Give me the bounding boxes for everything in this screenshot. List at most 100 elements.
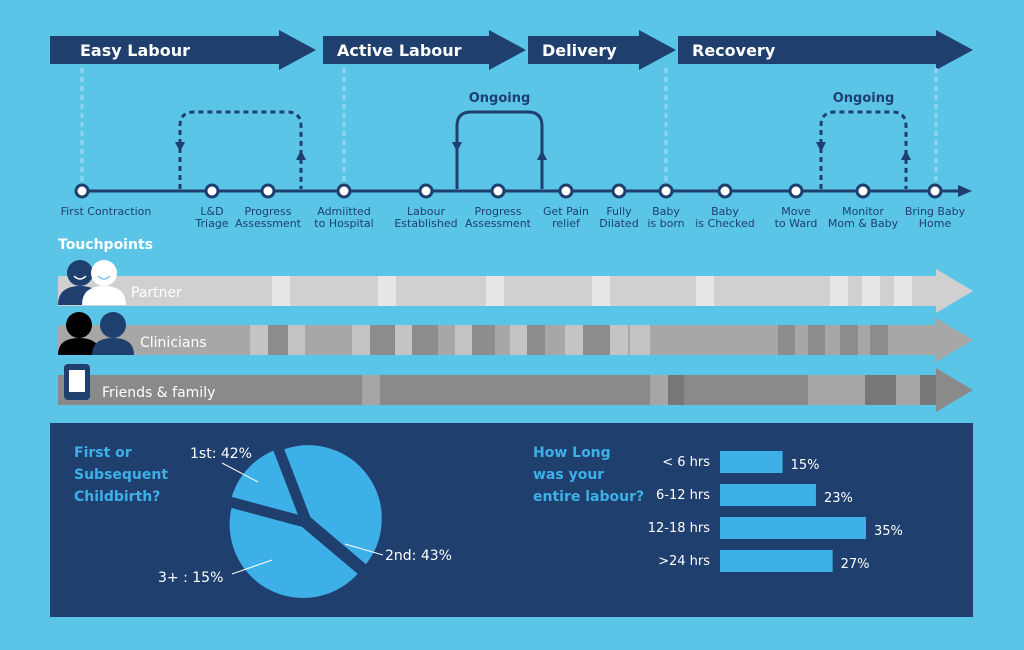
touchpoint-segment [840,325,858,355]
bar-question: How Long [533,445,611,461]
person-head [67,260,93,286]
loop-arrow-down [816,142,826,152]
loop-arrow-up [901,150,911,160]
touchpoint-segment [527,325,545,355]
pie-chart [224,440,387,604]
pie-question: Subsequent [74,467,168,483]
step-label: Fully [606,205,632,218]
step-label: Dilated [599,217,638,230]
phone-screen [69,370,85,392]
phase-label: Delivery [542,41,617,60]
bar-value-label: 15% [791,458,820,473]
touchpoint-segment [352,325,370,355]
bar-value-label: 35% [874,524,903,539]
touchpoint-segment [272,276,290,306]
touchpoint-segment [266,325,288,355]
timeline-arrowhead [958,185,972,197]
touchpoint-segment [486,276,504,306]
loop-path [178,110,303,189]
step-label: is born [647,217,684,230]
touchpoint-label: Clinicians [140,335,207,351]
pie-label: 3+ : 15% [158,570,223,586]
pie-label: 1st: 42% [190,446,252,462]
phase-arrow [50,30,316,70]
touchpoint-segment [862,276,880,306]
touchpoint-segment [862,375,898,405]
step-label: relief [552,217,581,230]
bar [720,484,816,506]
step-label: Assessment [465,217,532,230]
step-label: Baby [711,205,739,218]
step-label: Baby [652,205,680,218]
touchpoint-segment [808,375,865,405]
touchpoint-segment [830,276,848,306]
partner-icon [58,260,126,305]
touchpoint-segment [650,375,668,405]
timeline-node [658,183,674,199]
pie-question: Childbirth? [74,489,160,505]
smile [73,275,87,280]
step-label: Monitor [842,205,884,218]
step-label: First Contraction [61,205,152,218]
timeline-node [855,183,871,199]
touchpoints-title: Touchpoints [58,237,153,253]
clinicians-icon [58,312,134,355]
touchpoint-segment [362,375,380,405]
phase-arrow [678,30,973,70]
touchpoint-segment [778,325,795,355]
loop-label: Ongoing [833,91,895,106]
loop-label: Ongoing [469,91,531,106]
smile [97,275,111,280]
loop-arrow-up [537,150,547,160]
touchpoint-segment [472,325,495,355]
step-label: to Hospital [314,217,373,230]
step-label: Labour [407,205,446,218]
touchpoint-segment [696,276,714,306]
pie-question: First or [74,445,132,461]
step-label: Move [781,205,811,218]
pie-slice [277,440,387,572]
step-label: Admiitted [317,205,371,218]
timeline-node [611,183,627,199]
pie-leader [344,543,384,556]
bar-question: entire labour? [533,489,644,505]
timeline-node [418,183,434,199]
phase-label: Active Labour [337,41,462,60]
touchpoint-segment [920,375,936,405]
loop-path [819,110,908,189]
step-label: Triage [194,217,228,230]
pie-label: 2nd: 43% [385,548,452,564]
touchpoint-segment [668,375,684,405]
bar [720,517,866,539]
timeline-node [927,183,943,199]
loop-arrow-down [452,142,462,152]
touchpoint-segment [370,325,395,355]
touchpoint-segment [250,325,268,355]
step-label: is Checked [695,217,754,230]
phone-icon [64,364,90,400]
touchpoint-segment [896,375,920,405]
touchpoint-segment [808,325,825,355]
step-label: Assessment [235,217,302,230]
touchpoint-segment [455,325,472,355]
phase-label: Recovery [692,41,776,60]
person-head [66,312,92,338]
pie-slice [224,501,365,604]
bar-category: < 6 hrs [662,455,710,470]
timeline-node [260,183,276,199]
bar [720,451,783,473]
touchpoint-segment [395,325,412,355]
loop-path [455,110,544,189]
touchpoint-segment [288,325,305,355]
bar-value-label: 23% [824,491,853,506]
timeline-node [558,183,574,199]
touchpoint-arrow [58,368,973,412]
timeline-node [336,183,352,199]
step-label: to Ward [775,217,818,230]
touchpoint-segment [630,325,650,355]
person-body [58,338,100,355]
person-body [82,286,126,305]
timeline-node [490,183,506,199]
